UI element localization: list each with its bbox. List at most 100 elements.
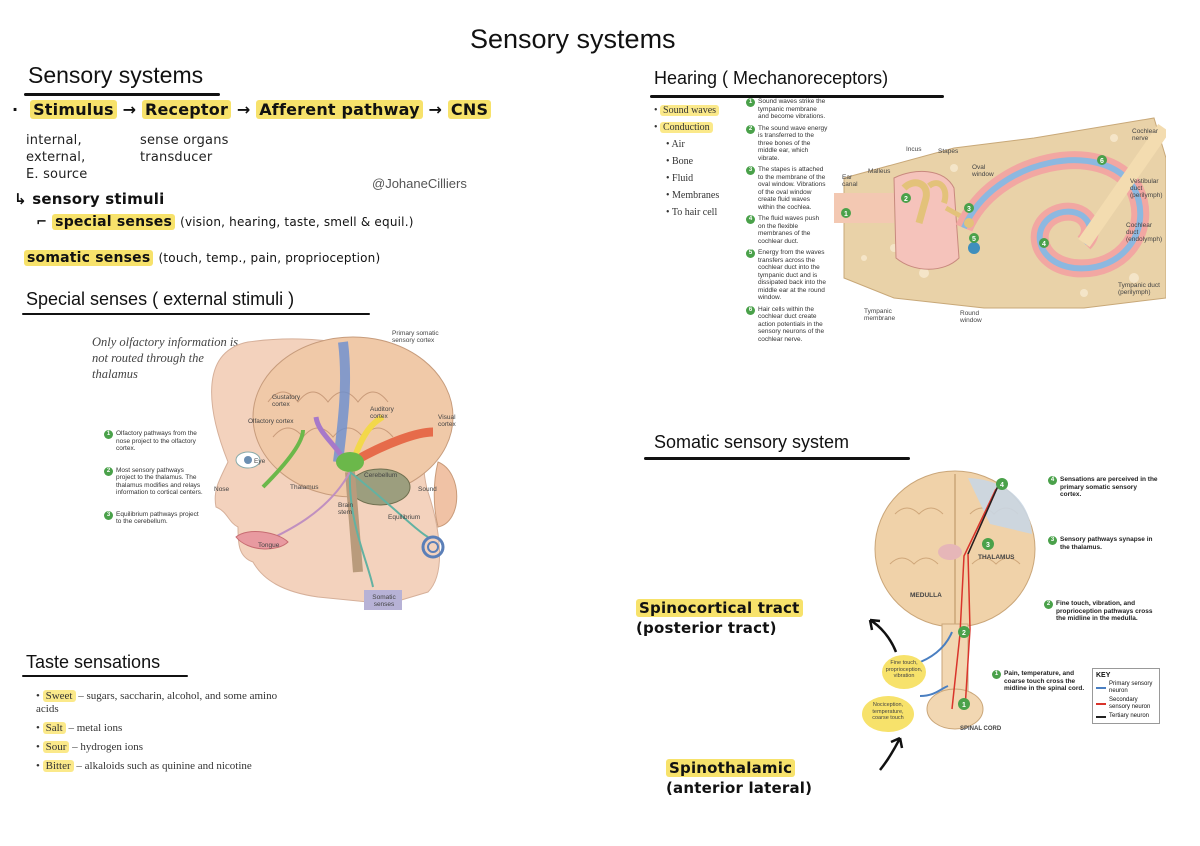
step-number: 2 xyxy=(104,466,113,476)
step-number: 2 xyxy=(1044,600,1053,609)
special-senses-figure: Only olfactory information is not routed… xyxy=(88,322,470,618)
svg-text:5: 5 xyxy=(972,236,976,243)
hook-arrow-icon: ↳ xyxy=(14,190,27,208)
step-number: 4 xyxy=(1048,476,1057,485)
hearing-heading: Hearing ( Mechanoreceptors) xyxy=(654,68,889,88)
taste-text: – metal ions xyxy=(65,722,123,734)
hearing-heading-underline xyxy=(650,95,944,98)
step-number: 1 xyxy=(992,670,1001,679)
special-caption: Only olfactory information is not routed… xyxy=(92,335,239,381)
label-oval-window: Oval window xyxy=(972,164,994,178)
flow-arrow: → xyxy=(428,100,443,119)
taste-list: • Sweet – sugars, saccharin, alcohol, an… xyxy=(36,690,286,773)
special-senses-line: ⌐ special senses (vision, hearing, taste… xyxy=(36,214,414,230)
somatic-senses-term: somatic senses xyxy=(24,250,154,266)
spinocortical-subtitle: (posterior tract) xyxy=(636,619,777,637)
taste-item: • Salt – metal ions xyxy=(36,722,123,734)
hearing-item-text: Fluid xyxy=(672,173,694,184)
step-number: 3 xyxy=(104,510,113,520)
spinocortical-note: Spinocortical tract (posterior tract) xyxy=(636,598,803,638)
step-text: The sound wave energy is transferred to … xyxy=(758,124,828,162)
spinothalamic-term: Spinothalamic xyxy=(666,759,796,777)
svg-text:6: 6 xyxy=(1100,158,1104,165)
key-item: Primary sensory neuron xyxy=(1096,681,1156,695)
label-cerebellum: Cerebellum xyxy=(364,472,398,479)
receptor-note-line: sense organs xyxy=(140,133,229,148)
step-number: 6 xyxy=(746,305,755,315)
somatic-senses-list: (touch, temp., pain, proprioception) xyxy=(158,251,381,265)
svg-text:4: 4 xyxy=(1042,241,1046,248)
label-spinal-cord: SPINAL CORD xyxy=(960,726,1002,732)
step-number: 3 xyxy=(1048,536,1057,545)
step-number: 5 xyxy=(746,249,755,258)
spinothalamic-subtitle: (anterior lateral) xyxy=(666,779,813,797)
label-gustatory: Gustatory cortex xyxy=(272,394,301,408)
step-text: Fine touch, vibration, and proprioceptio… xyxy=(1056,600,1153,622)
label-equilibrium: Equilibrium xyxy=(388,514,421,521)
flow-arrow: → xyxy=(236,100,251,119)
label-auditory: Auditory cortex xyxy=(370,406,394,420)
flow-arrow: → xyxy=(122,100,137,119)
svg-text:1: 1 xyxy=(844,211,848,218)
step-text: Most sensory pathways project to the tha… xyxy=(116,466,203,497)
svg-text:2: 2 xyxy=(962,630,966,637)
taste-text: – alkaloids such as quinine and nicotine xyxy=(73,760,252,772)
label-tympanic-membrane: Tympanic membrane xyxy=(864,308,896,322)
taste-heading-underline xyxy=(22,675,188,677)
label-primary-somatic: Primary somatic sensory cortex xyxy=(392,330,439,344)
step-number: 2 xyxy=(746,124,755,134)
hearing-list-item: • Bone xyxy=(666,156,694,167)
svg-text:3: 3 xyxy=(986,542,990,549)
step-number: 4 xyxy=(746,215,755,224)
label-visual: Visual cortex xyxy=(438,414,456,428)
hearing-item-text: Conduction xyxy=(660,122,713,133)
key-swatch xyxy=(1096,687,1106,689)
special-senses-term: special senses xyxy=(52,214,175,230)
hearing-list-item: • Conduction xyxy=(654,119,744,136)
label-somatic-senses: Somatic senses xyxy=(372,594,396,608)
somatic-heading-underline xyxy=(644,457,910,460)
spinocortical-arrow-icon xyxy=(868,618,898,653)
label-thalamus: THALAMUS xyxy=(978,554,1015,561)
key-title: KEY xyxy=(1096,672,1111,679)
hearing-list-item: • To hair cell xyxy=(666,207,718,218)
step-text: The fluid waves push on the flexible mem… xyxy=(758,215,820,245)
hearing-item-text: To hair cell xyxy=(671,207,718,218)
label-tongue: Tongue xyxy=(258,542,280,549)
spinothalamic-note: Spinothalamic (anterior lateral) xyxy=(666,758,812,798)
step-number: 1 xyxy=(104,430,113,439)
taste-item: • Bitter – alkaloids such as quinine and… xyxy=(36,760,252,772)
special-heading: Special senses ( external stimuli ) xyxy=(26,289,295,309)
page-title: Sensory systems xyxy=(470,24,676,54)
flow-cns: CNS xyxy=(447,100,492,119)
intro-heading: Sensory systems xyxy=(28,62,204,88)
svg-text:3: 3 xyxy=(967,206,971,213)
label-cochlear-nerve: Cochlear nerve xyxy=(1132,128,1159,142)
somatic-key: KEY Primary sensory neuron Secondary sen… xyxy=(1092,668,1160,724)
somatic-figure: 4 3 2 1 THALAMUS MEDULLA SPINAL CORD Fin… xyxy=(860,464,1160,740)
taste-name: Salt xyxy=(42,722,66,734)
label-eye: Eye xyxy=(254,458,266,465)
label-malleus: Malleus xyxy=(868,168,891,175)
stimulus-note-line: internal, xyxy=(26,133,82,148)
ear-anatomy-illustration: 1 2 3 4 5 6 xyxy=(834,117,1166,309)
step-text: Sensory pathways synapse in the thalamus… xyxy=(1060,536,1153,551)
hearing-item-text: Air xyxy=(671,139,685,150)
label-brain-stem: Brain stem xyxy=(338,502,354,516)
intro-heading-underline xyxy=(24,93,220,96)
special-senses-list: (vision, hearing, taste, smell & equil.) xyxy=(180,215,414,229)
key-item: Tertiary neuron xyxy=(1096,713,1156,720)
flow-afferent: Afferent pathway xyxy=(256,100,423,119)
taste-name: Sweet xyxy=(42,690,76,702)
somatic-senses-line: somatic senses (touch, temp., pain, prop… xyxy=(24,250,380,266)
label-cochlear-duct: Cochlear duct (endolymph) xyxy=(1126,222,1163,243)
svg-text:2: 2 xyxy=(904,196,908,203)
